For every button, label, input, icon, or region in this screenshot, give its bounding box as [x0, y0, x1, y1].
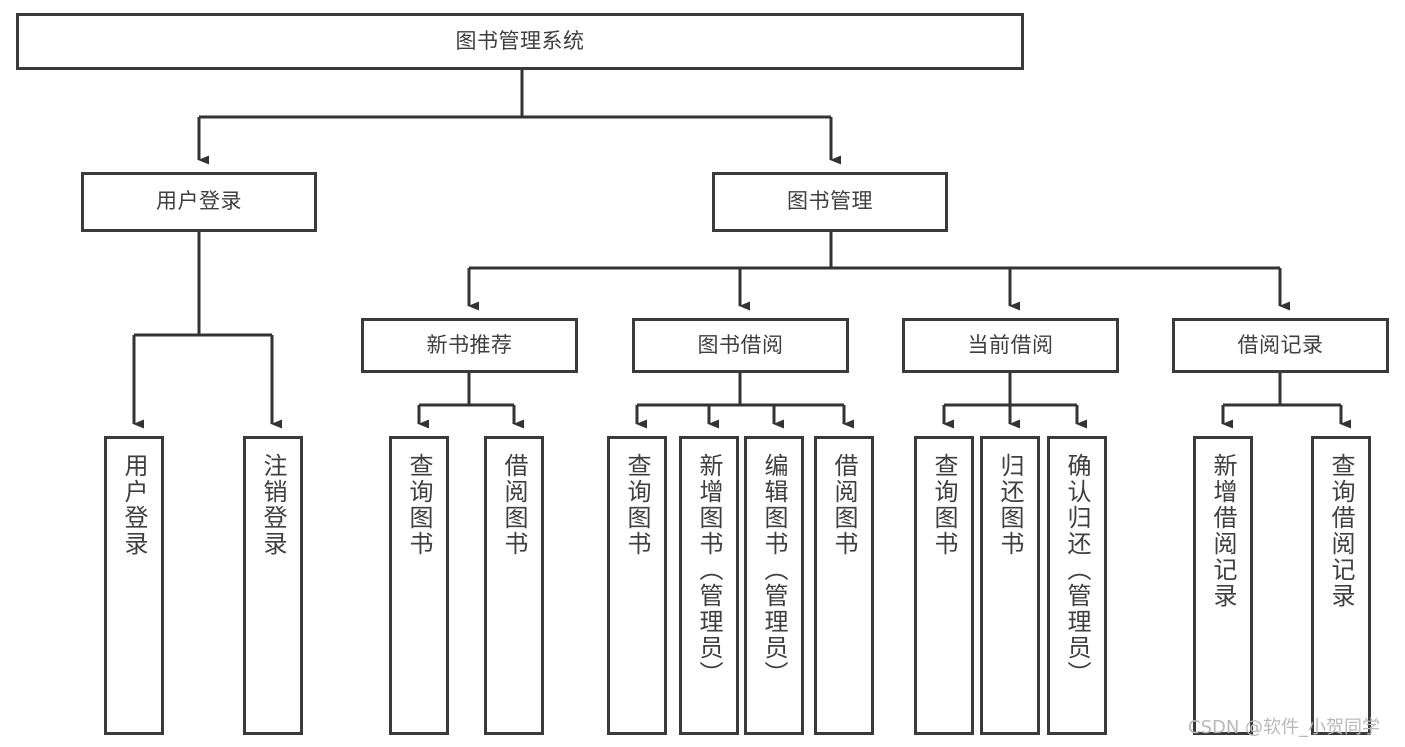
node-label: 查询图书	[930, 453, 958, 557]
node-label: 图书借阅	[697, 332, 784, 357]
leaf-query-books-borrow[interactable]: 查询图书	[607, 436, 667, 735]
leaf-borrow-books[interactable]: 借阅图书	[814, 436, 874, 735]
leaf-query-books-current[interactable]: 查询图书	[914, 436, 974, 735]
node-label: 新增借阅记录	[1209, 453, 1237, 609]
node-book-borrowing[interactable]: 图书借阅	[632, 318, 849, 373]
watermark: CSDN @软件_小贺同学	[1188, 717, 1381, 738]
node-label: 图书管理系统	[455, 28, 585, 53]
node-label: 借阅图书	[830, 453, 858, 557]
node-label: 查询图书	[623, 453, 651, 557]
leaf-edit-book-admin[interactable]: 编辑图书（管理员）	[744, 436, 804, 735]
leaf-confirm-return-admin[interactable]: 确认归还（管理员）	[1047, 436, 1107, 735]
node-borrowing-records[interactable]: 借阅记录	[1172, 318, 1389, 373]
node-label: 借阅图书	[500, 453, 528, 557]
leaf-query-borrow-record[interactable]: 查询借阅记录	[1311, 436, 1371, 735]
node-label: 新增图书（管理员）	[695, 453, 723, 687]
node-label: 当前借阅	[967, 332, 1054, 357]
leaf-add-borrow-record[interactable]: 新增借阅记录	[1193, 436, 1253, 735]
node-label: 注销登录	[259, 453, 287, 557]
leaf-query-books-new[interactable]: 查询图书	[389, 436, 449, 735]
node-root-book-management-system[interactable]: 图书管理系统	[16, 13, 1024, 70]
leaf-logout[interactable]: 注销登录	[243, 436, 303, 735]
leaf-user-login[interactable]: 用户登录	[104, 436, 164, 735]
node-label: 用户登录	[156, 189, 242, 214]
leaf-add-book-admin[interactable]: 新增图书（管理员）	[679, 436, 739, 735]
node-label: 图书管理	[787, 189, 873, 214]
node-label: 确认归还（管理员）	[1063, 453, 1091, 687]
leaf-borrow-books-new[interactable]: 借阅图书	[484, 436, 544, 735]
node-label: 查询借阅记录	[1327, 453, 1355, 609]
node-current-borrowing[interactable]: 当前借阅	[902, 318, 1119, 373]
node-new-book-recommendation[interactable]: 新书推荐	[361, 318, 578, 373]
node-user-login[interactable]: 用户登录	[81, 172, 317, 232]
node-label: 借阅记录	[1237, 332, 1324, 357]
node-label: 编辑图书（管理员）	[760, 453, 788, 687]
node-label: 用户登录	[120, 453, 148, 557]
node-label: 查询图书	[405, 453, 433, 557]
node-label: 新书推荐	[426, 332, 513, 357]
leaf-return-books[interactable]: 归还图书	[980, 436, 1040, 735]
node-book-management[interactable]: 图书管理	[712, 172, 948, 232]
node-label: 归还图书	[996, 453, 1024, 557]
